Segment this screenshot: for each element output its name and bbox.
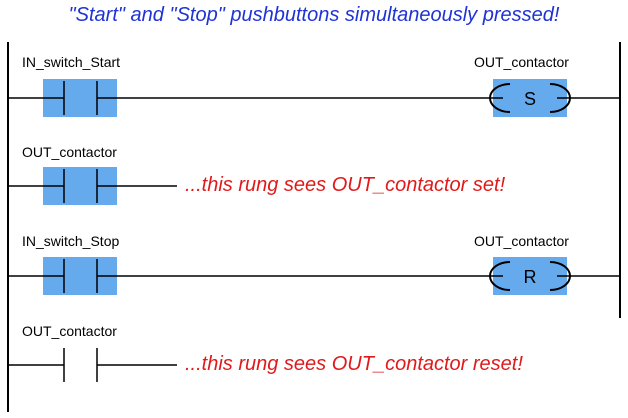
coil-left-arc (489, 261, 511, 291)
rung-1: S (8, 79, 620, 117)
rung-1-contact-label: IN_switch_Start (22, 54, 121, 70)
rung-3-coil-label: OUT_contactor (474, 233, 569, 249)
coil-letter-reset: R (524, 267, 537, 287)
rung-4-note: ...this rung sees OUT_contactor reset! (185, 353, 523, 375)
rung-3-contact-label: IN_switch_Stop (22, 233, 120, 249)
rung-3: R (8, 257, 620, 295)
diagram-title: "Start" and "Stop" pushbuttons simultane… (68, 4, 560, 26)
rung-2-contact-label: OUT_contactor (22, 144, 117, 160)
rung-2-note: ...this rung sees OUT_contactor set! (185, 174, 506, 196)
rung-4-contact-label: OUT_contactor (22, 323, 117, 339)
coil-left-arc (489, 83, 511, 113)
rung-1-coil-label: OUT_contactor (474, 54, 569, 70)
rung-4 (8, 348, 177, 382)
coil-letter-set: S (524, 89, 536, 109)
rung-2 (8, 167, 177, 205)
